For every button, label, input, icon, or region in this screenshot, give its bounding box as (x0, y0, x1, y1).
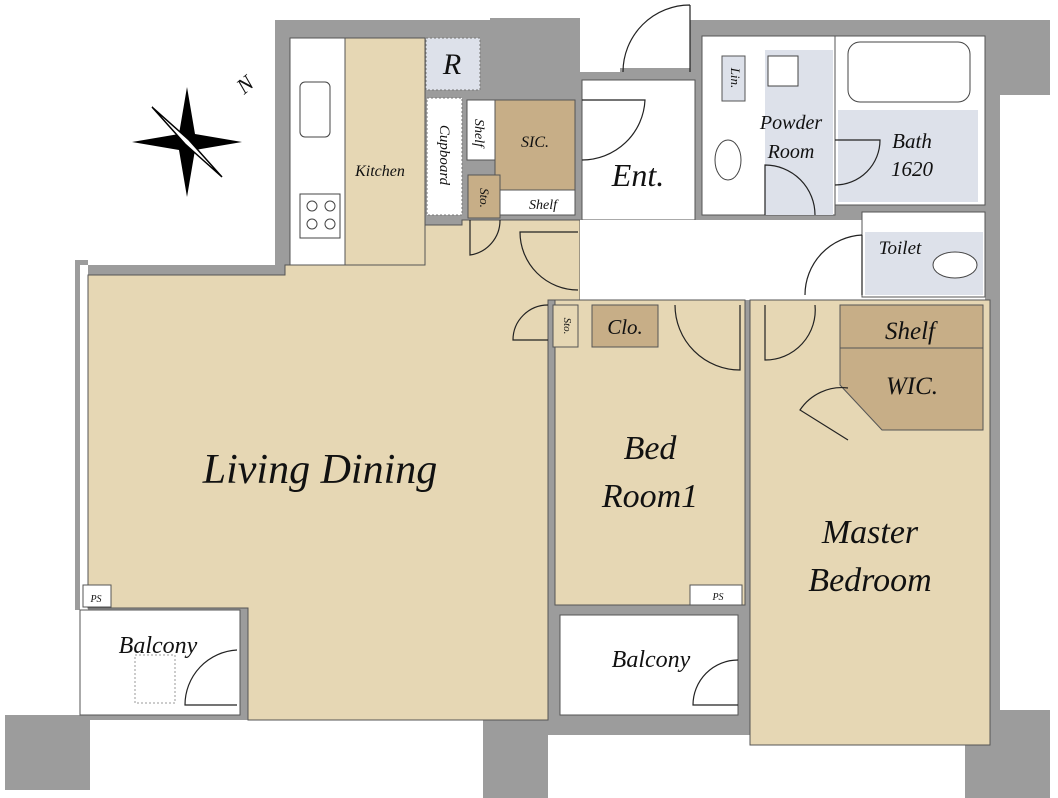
label-master-2: Bedroom (808, 562, 931, 599)
entrance (581, 79, 696, 221)
ps-2 (689, 584, 743, 606)
label-bedroom1-1: Bed (624, 430, 678, 467)
kitchen-floor (344, 37, 426, 266)
bath-floor (838, 110, 978, 202)
label-storage-2: Sto. (561, 318, 573, 335)
label-cupboard: Cupboard (436, 125, 452, 186)
label-entrance: Ent. (611, 157, 664, 193)
label-sic: SIC. (521, 134, 549, 151)
label-storage-1: Sto. (477, 188, 492, 208)
label-ps-2: PS (711, 592, 723, 603)
shelf-2 (499, 189, 576, 216)
basin-icon (714, 139, 742, 181)
label-living-dining: Living Dining (202, 447, 438, 493)
label-shelf-1: Shelf (471, 119, 486, 149)
wic (839, 347, 984, 431)
bathtub-icon (847, 41, 971, 103)
pillar-bottom-left (5, 715, 90, 790)
stove-icon (299, 193, 341, 239)
label-toilet: Toilet (879, 238, 922, 259)
label-refrigerator: R (442, 48, 461, 81)
label-master-1: Master (821, 514, 919, 551)
label-bath-2: 1620 (891, 157, 934, 181)
washer-icon (767, 55, 799, 87)
label-balcony-middle: Balcony (612, 647, 691, 673)
sic-closet (494, 99, 576, 191)
storage-2 (552, 304, 579, 348)
cupboard (426, 97, 463, 216)
label-bedroom1-2: Room1 (601, 478, 698, 515)
linen-closet (721, 55, 746, 102)
label-ps-1: PS (89, 594, 101, 605)
balcony-middle (559, 614, 739, 716)
pillar-top-right (985, 20, 1050, 95)
doors (184, 4, 881, 706)
label-shelf-2: Shelf (529, 198, 559, 213)
compass-icon (132, 87, 242, 197)
bedroom1-floor (554, 299, 746, 606)
sink-icon (299, 81, 331, 138)
label-closet: Clo. (607, 315, 643, 339)
storage-1 (467, 174, 501, 219)
balcony-left (79, 609, 241, 716)
label-wic-shelf: Shelf (885, 318, 938, 345)
toilet-icon (932, 251, 978, 279)
label-linen: Lin. (728, 67, 743, 89)
refrigerator-space (425, 37, 481, 91)
label-kitchen: Kitchen (354, 163, 405, 180)
label-bath-1: Bath (892, 129, 932, 153)
wic-shelf (839, 304, 984, 349)
label-wic: WIC. (886, 373, 938, 400)
label-powder-room-1: Powder (759, 112, 822, 134)
compass-north-label: N (231, 69, 260, 99)
ps-1 (82, 584, 112, 608)
hatch-icon (134, 654, 176, 704)
label-balcony-left: Balcony (119, 633, 198, 659)
pillar-bottom-middle (483, 710, 548, 798)
label-powder-room-2: Room (767, 141, 815, 163)
closet (591, 304, 659, 348)
